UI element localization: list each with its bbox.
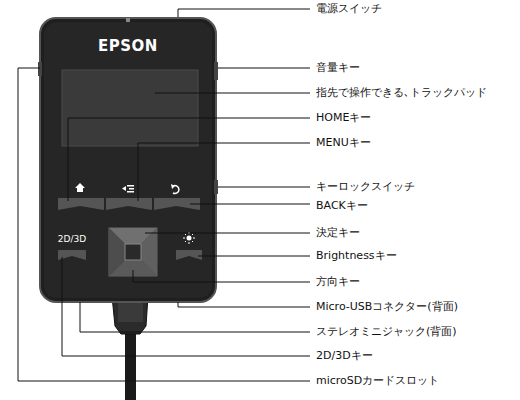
part-name: 方向キー	[316, 275, 360, 289]
part-name: 指先で操作できる､トラックパッド	[316, 86, 487, 100]
part-name: キーロックスイッチ	[316, 180, 415, 194]
part-name: 電源スイッチ	[316, 2, 382, 16]
part-name: Micro-USBコネクター(背面)	[316, 300, 458, 314]
part-name: HOMEキー	[316, 111, 371, 125]
part-name: microSDカードスロット	[316, 374, 439, 388]
part-name: 音量キー	[316, 61, 360, 75]
key-legend: 2D/3D	[58, 234, 86, 245]
part-name: 決定キー	[316, 226, 360, 240]
part-name: 2D/3Dキー	[316, 349, 373, 363]
part-name: BACKキー	[316, 199, 368, 213]
part-name: ステレオミニジャック(背面)	[316, 325, 457, 339]
part-name: MENUキー	[316, 136, 371, 150]
brand-logo: EPSON	[98, 39, 158, 53]
part-name: Brightnessキー	[316, 249, 397, 263]
